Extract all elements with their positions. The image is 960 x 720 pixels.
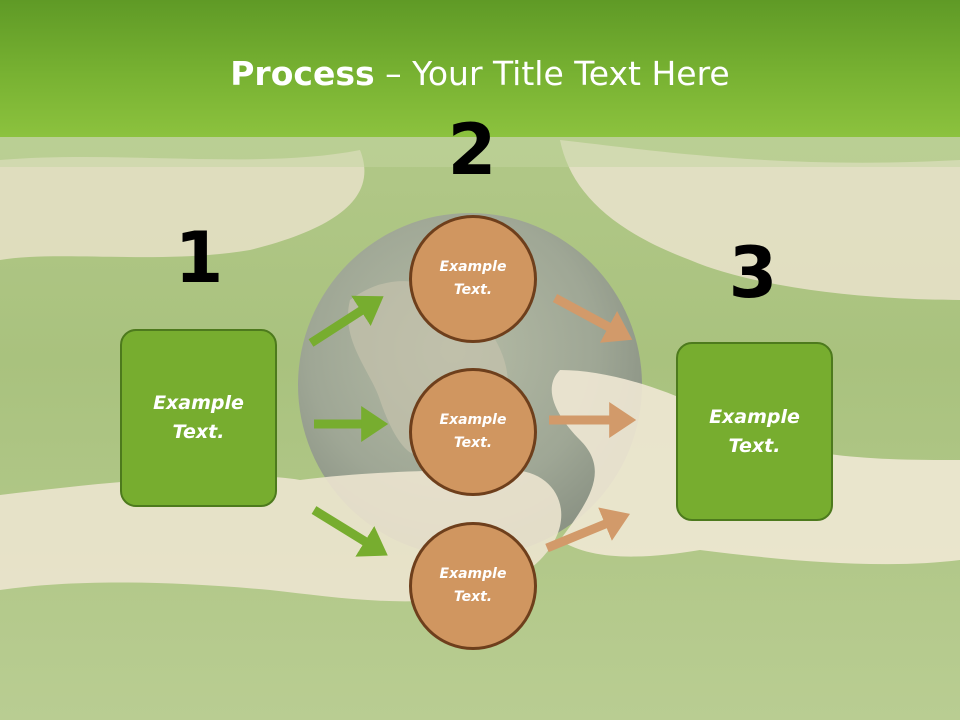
circle-middle: Example Text. — [409, 368, 537, 496]
circle-bottom-label: Example Text. — [439, 566, 507, 605]
circle-middle-label: Example Text. — [439, 412, 507, 451]
circle-top-label: Example Text. — [439, 259, 507, 298]
step-box-1-label: Example Text. — [153, 392, 244, 443]
step-number-3: 3 — [728, 232, 778, 314]
title-bold: Process — [230, 54, 375, 93]
arrow-green-up — [308, 295, 384, 347]
title-bar — [0, 0, 960, 137]
step-box-3: Example Text. — [676, 342, 833, 521]
step-number-2: 2 — [447, 109, 497, 191]
circle-top: Example Text. — [409, 215, 537, 343]
arrow-tan-down — [552, 294, 633, 343]
step-number-1: 1 — [174, 217, 224, 299]
step-box-3-label: Example Text. — [709, 405, 800, 457]
slide-title: Process – Your Title Text Here — [0, 52, 960, 96]
step-box-1: Example Text. — [120, 329, 277, 507]
title-rest: – Your Title Text Here — [374, 54, 730, 93]
arrow-green-down — [311, 506, 388, 557]
arrow-tan-up — [545, 507, 630, 553]
circle-bottom: Example Text. — [409, 522, 537, 650]
